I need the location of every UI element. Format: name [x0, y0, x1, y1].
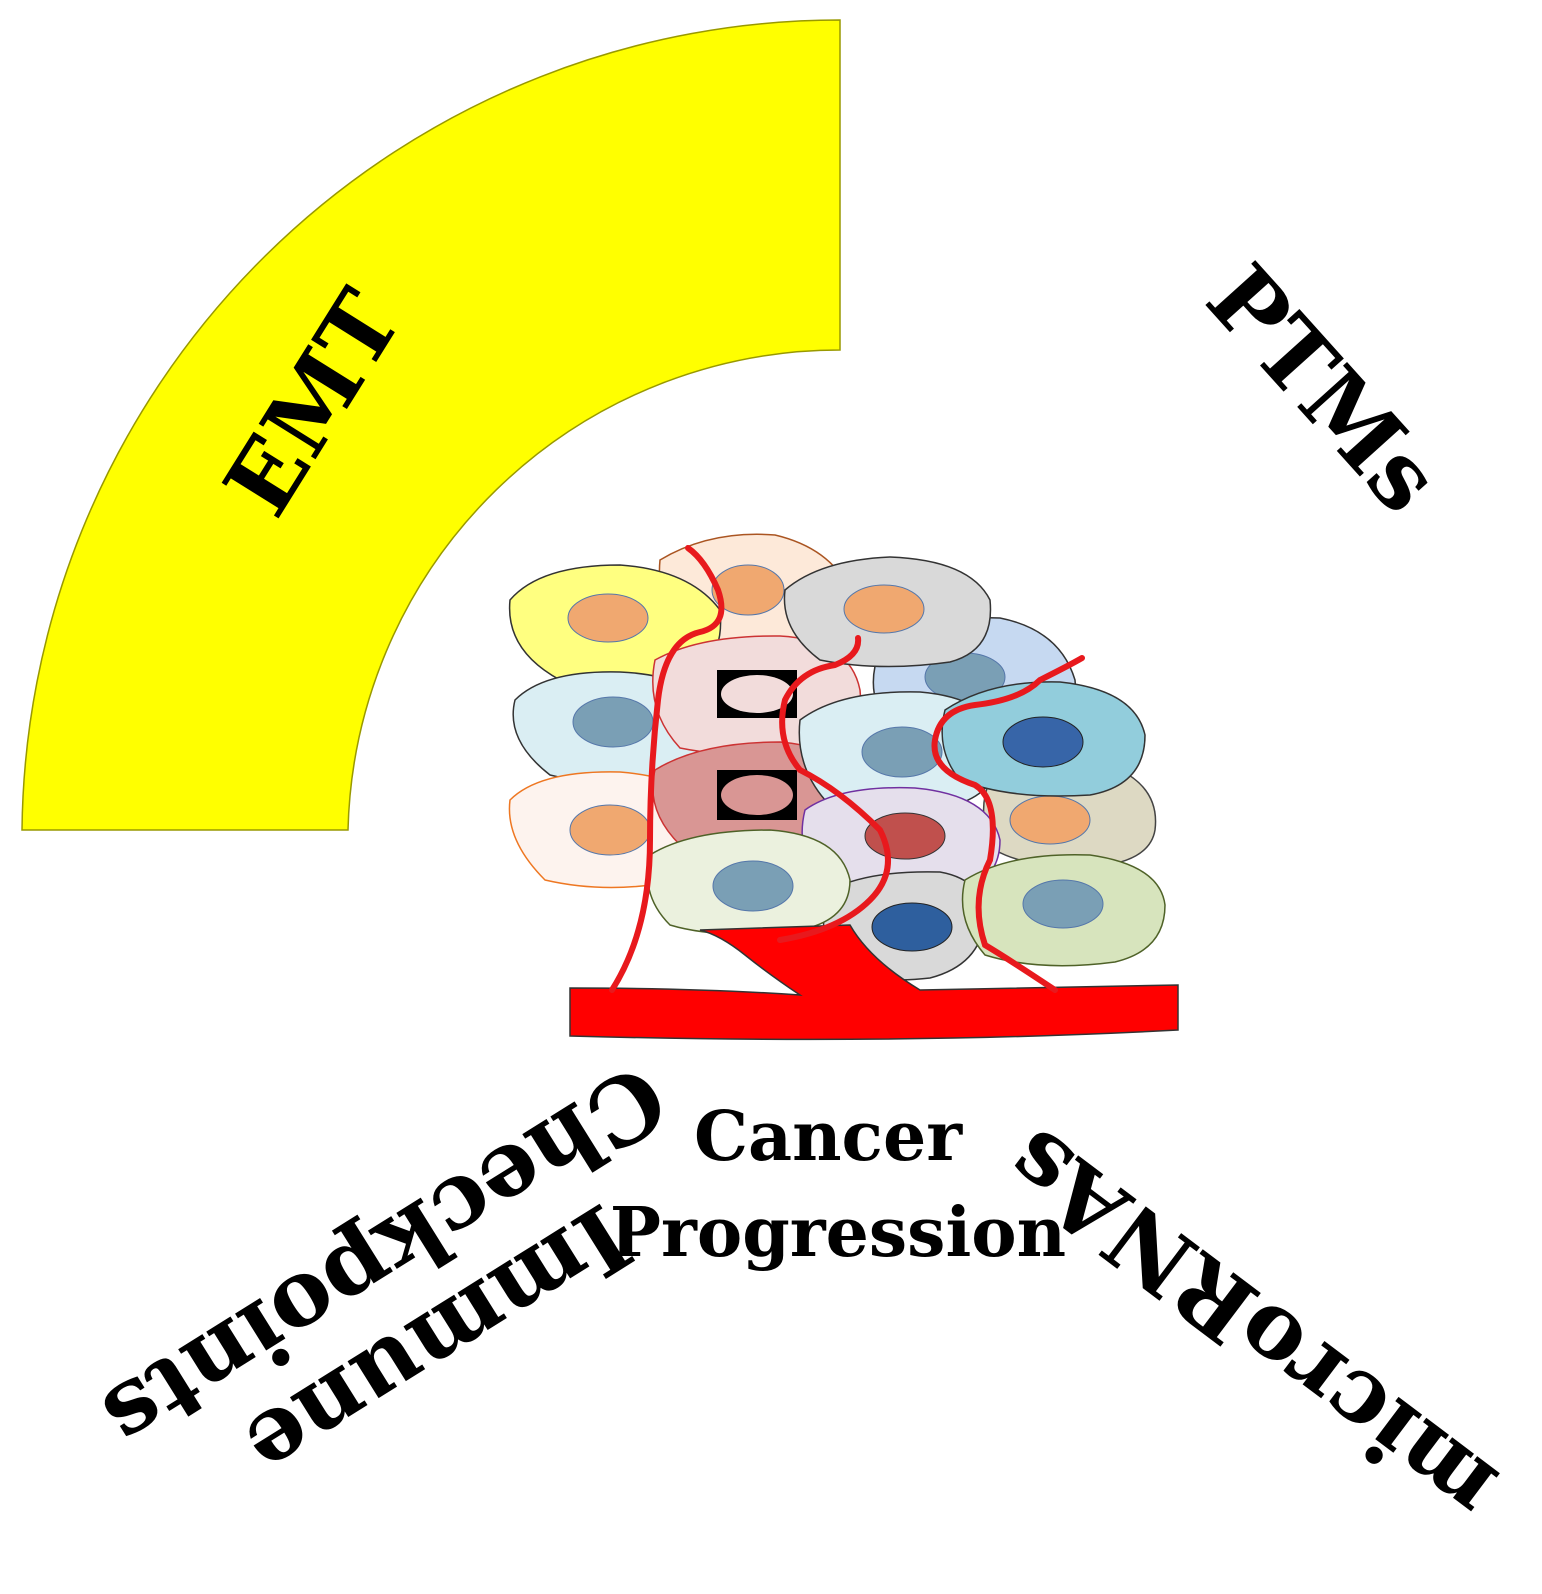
vessel-branch [931, 655, 1085, 993]
nucleus [871, 902, 953, 952]
nucleus [721, 675, 793, 713]
nucleus [572, 696, 654, 748]
vessel-branch [777, 635, 891, 943]
center-label-line2: Progression [610, 1193, 1066, 1273]
tumor-illustration [508, 533, 1179, 1041]
nucleus [711, 564, 785, 616]
nucleus [1002, 716, 1084, 768]
nucleus [864, 812, 946, 860]
blood-vessel [569, 924, 1179, 1041]
emt-highlight-arc [21, 19, 841, 831]
vessel-branches [609, 545, 1085, 993]
nucleus [1009, 795, 1091, 845]
micrornas-label: microRNAs [986, 1107, 1516, 1543]
nucleus [861, 726, 943, 778]
nucleus [569, 804, 651, 856]
nucleus [1022, 879, 1104, 929]
immune-checkpoints-label: Immune Checkpoints [85, 1042, 685, 1502]
nucleus [721, 775, 793, 815]
nucleus [712, 860, 794, 912]
ptms-label: PTMs [1186, 244, 1461, 533]
center-label-line1: Cancer [694, 1097, 963, 1177]
nucleus [843, 584, 925, 634]
nucleus [567, 593, 649, 643]
vessel-branch [609, 545, 725, 993]
